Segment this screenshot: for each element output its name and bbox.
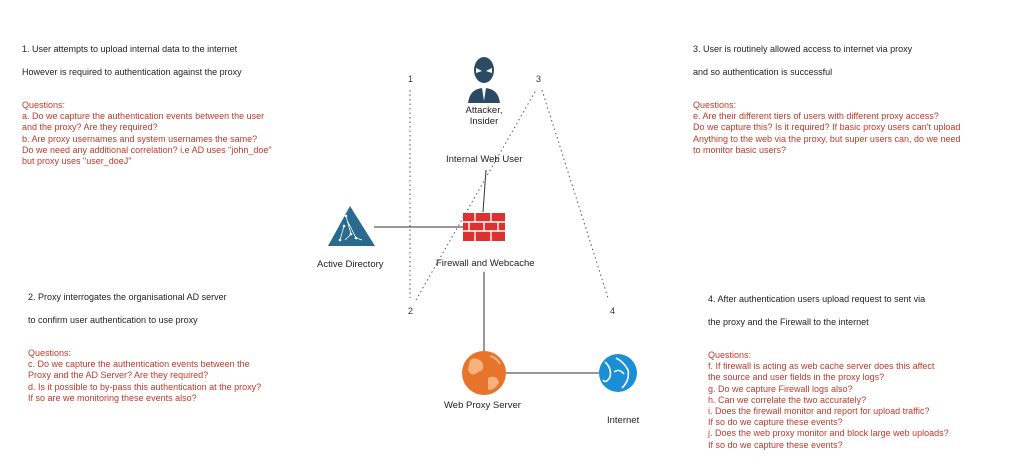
step-number-3: 3 (536, 74, 542, 84)
step-1-heading-line: 1. User attempts to upload internal data… (22, 44, 238, 55)
internal-user-label: Internal Web User (446, 154, 523, 165)
step-4-heading-line: the proxy and the Firewall to the intern… (708, 316, 869, 327)
step-3-heading: 3. User is routinely allowed access to i… (693, 33, 961, 89)
internet-icon (599, 354, 637, 392)
question-line: b. Are proxy usernames and system userna… (22, 133, 258, 144)
question-line: c. Do we capture the authentication even… (28, 359, 250, 370)
question-line: If so do we capture these events? (708, 439, 843, 450)
question-line: i. Does the firewall monitor and report … (708, 406, 930, 417)
question-line: to monitor basic users? (693, 144, 787, 155)
firewall-icon (463, 213, 505, 241)
step-2-heading-line: 2. Proxy interrogates the organisational… (28, 292, 227, 303)
question-line: h. Can we correlate the two accurately? (708, 394, 867, 405)
attacker-label: Attacker, Insider (454, 105, 514, 127)
step-2-questions-title: Questions: (28, 348, 72, 359)
active-directory-label: Active Directory (317, 259, 384, 270)
step-2-heading-line: to confirm user authentication to use pr… (28, 314, 198, 325)
question-line: If so do we capture these events? (708, 417, 843, 428)
step-1-questions-title: Questions: (22, 100, 66, 111)
attacker-label-line-1: Attacker, (465, 105, 503, 116)
step-4-heading-line: 4. After authentication users upload req… (708, 294, 926, 305)
question-line: j. Does the web proxy monitor and block … (708, 428, 949, 439)
question-line: g. Do we capture Firewall logs also? (708, 383, 853, 394)
step-4-block: 4. After authentication users upload req… (708, 283, 949, 451)
step-3-heading-line: 3. User is routinely allowed access to i… (693, 44, 913, 55)
web-proxy-icon (462, 351, 506, 395)
question-line: e. Are their different tiers of users wi… (693, 111, 939, 122)
flow-step-3-4 (541, 89, 609, 299)
question-line: f. If firewall is acting as web cache se… (708, 361, 935, 372)
link-user-firewall (482, 169, 487, 213)
question-line: a. Do we capture the authentication even… (22, 111, 265, 122)
step-1-heading-line: However is required to authentication ag… (22, 66, 242, 77)
step-number-2: 2 (408, 306, 414, 316)
step-1-block: 1. User attempts to upload internal data… (22, 33, 272, 167)
question-line: Proxy and the AD Server? Are they requir… (28, 370, 209, 381)
question-line: If so are we monitoring these events als… (28, 392, 197, 403)
question-line: and the proxy? Are they required? (22, 122, 158, 133)
step-1-heading: 1. User attempts to upload internal data… (22, 33, 272, 89)
step-3-heading-line: and so authentication is successful (693, 66, 833, 77)
question-line: but proxy uses "user_doeJ" (22, 156, 132, 167)
internet-label: Internet (607, 415, 640, 426)
step-3-questions-title: Questions: (693, 100, 737, 111)
firewall-label: Firewall and Webcache (436, 258, 535, 269)
web-proxy-label: Web Proxy Server (444, 400, 521, 411)
question-line: Do we need any additional correlation? i… (22, 144, 272, 155)
step-4-questions-title: Questions: (708, 350, 752, 361)
active-directory-icon (328, 206, 375, 246)
question-line: Anything to the web via the proxy, but s… (693, 133, 961, 144)
step-3-block: 3. User is routinely allowed access to i… (693, 33, 961, 156)
attacker-icon (468, 57, 500, 103)
step-2-block: 2. Proxy interrogates the organisational… (28, 281, 261, 404)
attacker-label-line-2: Insider (469, 116, 499, 127)
question-line: the source and user fields in the proxy … (708, 372, 885, 383)
question-line: d. Is it possible to by-pass this authen… (28, 381, 262, 392)
step-2-heading: 2. Proxy interrogates the organisational… (28, 281, 261, 337)
step-4-heading: 4. After authentication users upload req… (708, 283, 949, 339)
step-number-1: 1 (408, 74, 414, 84)
question-line: Do we capture this? Is it required? If b… (693, 122, 961, 133)
step-number-4: 4 (610, 306, 616, 316)
